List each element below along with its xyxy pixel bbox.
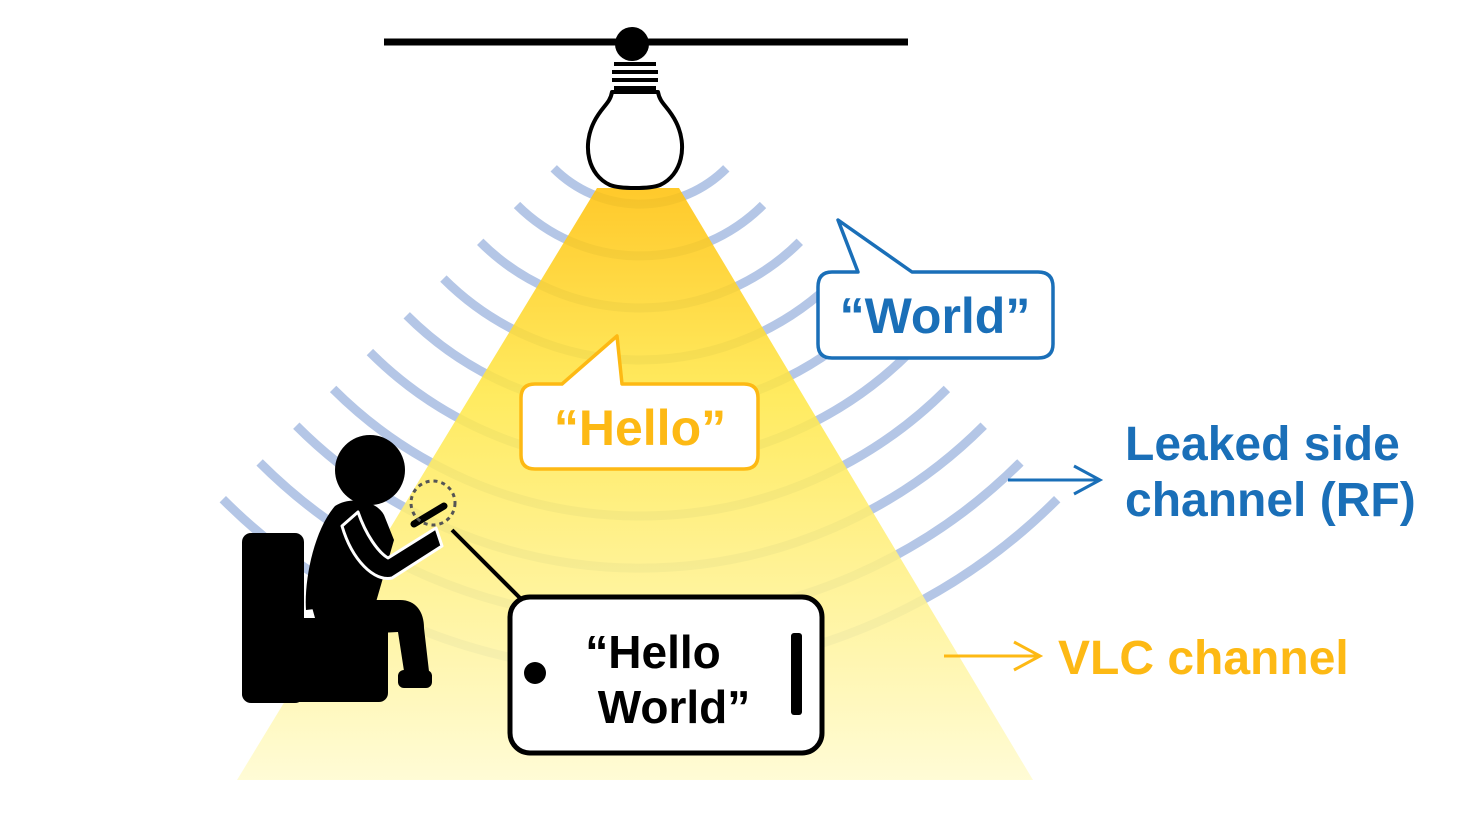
phone-screen-line1: “Hello: [585, 626, 720, 678]
phone-highlight-circle: [409, 479, 457, 527]
seated-person-icon: [242, 435, 448, 703]
vlc-light-cone: [237, 188, 1033, 780]
vlc-legend: VLC channel: [944, 632, 1349, 685]
rf-label-line2: channel (RF): [1125, 474, 1416, 527]
legs: [310, 600, 430, 684]
vlc-arrow-icon: [1013, 640, 1044, 672]
rf-label-line1: Leaked side: [1125, 418, 1400, 471]
smartphone-icon: “Hello World”: [507, 594, 825, 756]
rf-legend: Leaked side channel (RF): [1008, 418, 1416, 527]
phone-screen-line2: World”: [598, 681, 750, 733]
hello-bubble-text: “Hello”: [554, 400, 726, 456]
phone-home-button: [524, 662, 546, 684]
rf-arrow-icon: [1073, 464, 1104, 496]
world-speech-bubble: “World”: [816, 218, 1055, 360]
arm: [340, 510, 444, 580]
torso: [305, 500, 394, 610]
world-bubble-text: “World”: [840, 288, 1031, 344]
foot: [398, 670, 432, 688]
chair-seat: [242, 618, 388, 702]
vlc-label: VLC channel: [1058, 632, 1349, 685]
hello-speech-bubble: “Hello”: [519, 334, 760, 471]
head: [335, 435, 405, 505]
callout-leader-line: [450, 528, 528, 606]
ceiling-fixture: [384, 27, 908, 61]
phone-speaker: [791, 633, 802, 715]
light-bulb-icon: [585, 62, 685, 190]
